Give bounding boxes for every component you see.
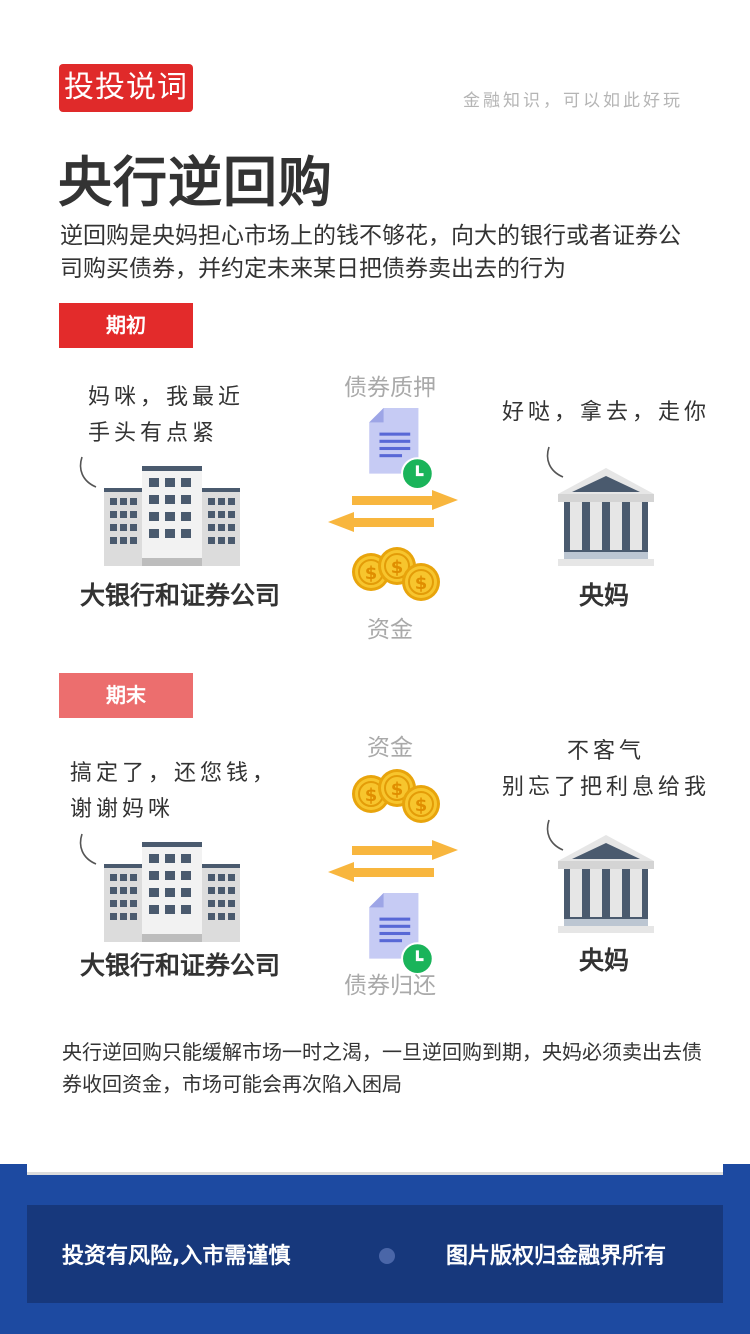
coins-icon xyxy=(351,768,441,824)
bank-speech-end-line2: 谢谢妈咪 xyxy=(70,797,175,822)
phase-end-tag: 期末 xyxy=(59,673,193,718)
arrow-left-icon xyxy=(328,512,434,532)
arrow-right-icon xyxy=(352,840,458,860)
footer-panel xyxy=(27,1205,723,1303)
central-name-end: 央妈 xyxy=(578,946,629,975)
arrow-right-icon xyxy=(352,490,458,510)
footnote-text: 央行逆回购只能缓解市场一时之渴，一旦逆回购到期，央妈必须卖出去债券收回资金，市场… xyxy=(62,1040,702,1096)
arrow-left-icon xyxy=(328,862,434,882)
bond-return-label: 债券归还 xyxy=(344,973,436,999)
bank-icon xyxy=(556,835,656,933)
page-title: 央行逆回购 xyxy=(58,151,333,214)
bank-icon xyxy=(556,468,656,566)
bank-name-start: 大银行和证券公司 xyxy=(79,581,280,610)
funds-label: 资金 xyxy=(367,617,413,643)
building-icon xyxy=(104,466,240,566)
footer-divider-inner xyxy=(27,1164,723,1172)
separator-dot xyxy=(379,1248,395,1264)
bond-pledge-label: 债券质押 xyxy=(344,375,436,401)
exchange-arrows xyxy=(328,840,458,882)
coins-icon xyxy=(351,546,441,602)
bank-speech-end: 搞定了，还您钱， 谢谢妈咪 xyxy=(70,756,278,828)
speech-tail-icon xyxy=(79,456,97,488)
bank-name-end: 大银行和证券公司 xyxy=(79,951,280,980)
bank-speech-start: 妈咪，我最近 手头有点紧 xyxy=(88,380,244,452)
phase-start-tag: 期初 xyxy=(59,303,193,348)
speech-tail-icon xyxy=(546,819,564,851)
central-speech-start: 好哒，拿去，走你 xyxy=(502,400,711,425)
bank-speech-start-line2: 手头有点紧 xyxy=(88,421,219,446)
risk-warning: 投资有风险,入市需谨慎 xyxy=(62,1244,291,1269)
central-name-start: 央妈 xyxy=(578,581,629,610)
central-speech-end-line1: 不客气 xyxy=(566,739,645,764)
exchange-arrows xyxy=(328,490,458,532)
speech-tail-icon xyxy=(546,446,564,478)
building-icon xyxy=(104,842,240,942)
speech-tail-icon xyxy=(79,833,97,865)
slogan: 金融知识，可以如此好玩 xyxy=(463,91,683,111)
document-icon xyxy=(369,408,433,490)
central-speech-end-line2: 别忘了把利息给我 xyxy=(501,775,710,800)
document-icon xyxy=(369,893,433,975)
copyright-notice: 图片版权归金融界所有 xyxy=(446,1244,667,1269)
bank-speech-end-line1: 搞定了，还您钱， xyxy=(70,761,279,786)
funds-return-label: 资金 xyxy=(367,735,413,761)
brand-logo: 投投说词 xyxy=(59,64,193,112)
central-speech-end: 不客气 别忘了把利息给我 xyxy=(496,734,716,806)
bank-speech-start-line1: 妈咪，我最近 xyxy=(88,385,245,410)
intro-text: 逆回购是央妈担心市场上的钱不够花，向大的银行或者证券公司购买债券，并约定未来某日… xyxy=(60,223,681,282)
